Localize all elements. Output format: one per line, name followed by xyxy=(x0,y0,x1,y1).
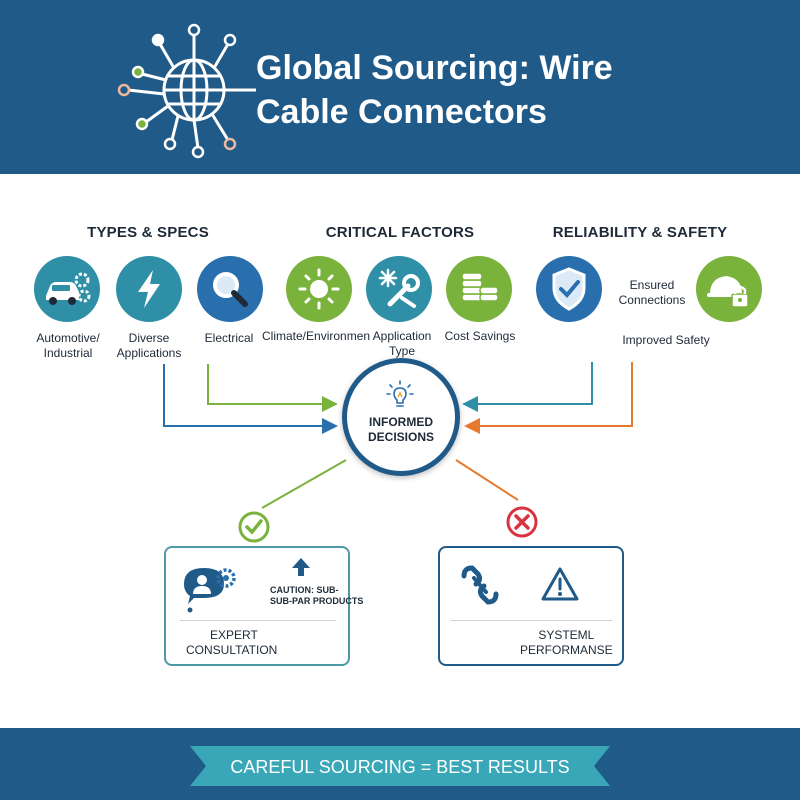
heading-reliability-safety: RELIABILITY & SAFETY xyxy=(552,224,728,241)
snowflake-wrench-icon xyxy=(366,256,432,322)
connector-types-green xyxy=(207,364,338,412)
header-banner xyxy=(0,0,800,174)
heading-critical-factors: CRITICAL FACTORS xyxy=(325,224,475,241)
magnifier-icon xyxy=(197,256,263,322)
globe-network-icon xyxy=(117,23,256,159)
heading-types-specs: TYPES & SPECS xyxy=(87,224,209,241)
lightning-icon xyxy=(116,256,182,322)
sun-icon xyxy=(286,256,352,322)
card-divider xyxy=(450,620,612,621)
lightbulb-icon xyxy=(386,380,414,407)
item-label-ensured-connections: Ensured Connections xyxy=(618,278,686,307)
system-performance-label: SYSTEML PERFORMANSE xyxy=(520,628,613,657)
item-label-electrical: Electrical xyxy=(204,331,254,345)
shield-check-icon xyxy=(536,256,602,322)
connector-reliability-teal xyxy=(462,362,593,412)
card-divider xyxy=(180,620,336,621)
item-label-application-type: Application Type xyxy=(372,329,432,358)
footer-ribbon xyxy=(190,746,610,786)
footer-banner-text: CAREFUL SOURCING = BEST RESULTS xyxy=(230,757,570,777)
warning-icon xyxy=(541,567,579,601)
connector-to-bad xyxy=(455,459,519,501)
item-label-automotive: Automotive/ Industrial xyxy=(36,331,100,360)
cross-icon xyxy=(506,506,538,538)
connector-to-good xyxy=(261,459,347,509)
connector-reliability-orange xyxy=(464,362,633,434)
hub-label: INFORMED DECISIONS xyxy=(367,415,434,444)
item-label-cost-savings: Cost Savings xyxy=(444,329,516,343)
coins-icon xyxy=(446,256,512,322)
connector-types-blue xyxy=(163,364,338,434)
hardhat-lock-icon xyxy=(696,256,762,322)
title-line-2: Cable Connectors xyxy=(256,93,547,131)
informed-decisions-hub xyxy=(342,358,460,476)
consultation-icon xyxy=(184,568,236,613)
arrow-up-icon xyxy=(292,558,310,576)
expert-consultation-card xyxy=(164,546,350,666)
expert-consultation-label: EXPERT CONSULTATION xyxy=(186,628,278,657)
page-title: Global Sourcing: Wire Cable Connectors xyxy=(256,46,776,134)
item-label-climate: Climate/Environmen xyxy=(262,329,370,343)
broken-link-icon xyxy=(461,565,499,605)
item-label-diverse: Diverse Applications xyxy=(116,331,182,360)
caution-text: CAUTION: SUB- SUB-PAR PRODUCTS xyxy=(270,585,364,606)
title-line-1: Global Sourcing: Wire xyxy=(256,49,613,87)
check-icon xyxy=(238,511,270,543)
car-gears-icon xyxy=(34,256,100,322)
item-label-improved-safety: Improved Safety xyxy=(622,333,710,347)
